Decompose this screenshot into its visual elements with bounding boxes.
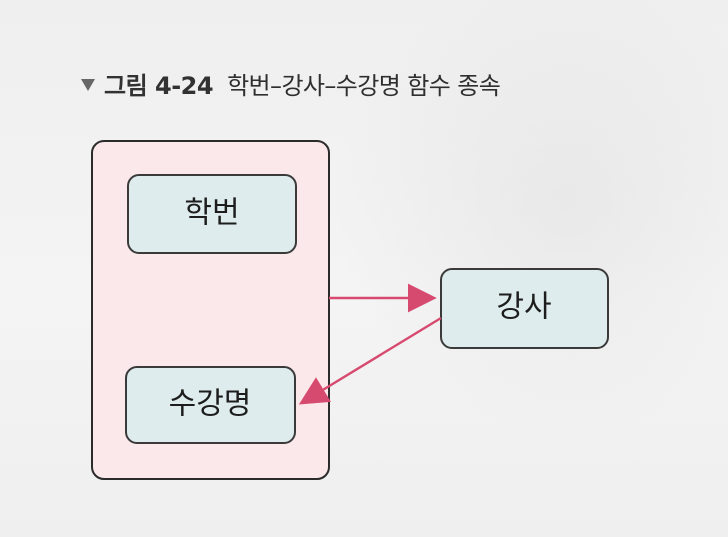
figure-caption: 그림 4-24 학번–강사–수강명 함수 종속 [81, 66, 501, 101]
course-name-label: 수강명 [169, 387, 252, 422]
student-id-label: 학번 [184, 196, 239, 231]
instructor-box [440, 268, 609, 349]
course-name-box [125, 366, 296, 444]
figure-number: 그림 4-24 [104, 72, 214, 100]
dependency-arrow-to-course-name [298, 316, 442, 405]
instructor-label: 강사 [496, 290, 551, 325]
student-id-box [127, 174, 297, 254]
figure-title: 학번–강사–수강명 함수 종속 [227, 72, 501, 100]
triangle-down-icon [81, 78, 95, 91]
